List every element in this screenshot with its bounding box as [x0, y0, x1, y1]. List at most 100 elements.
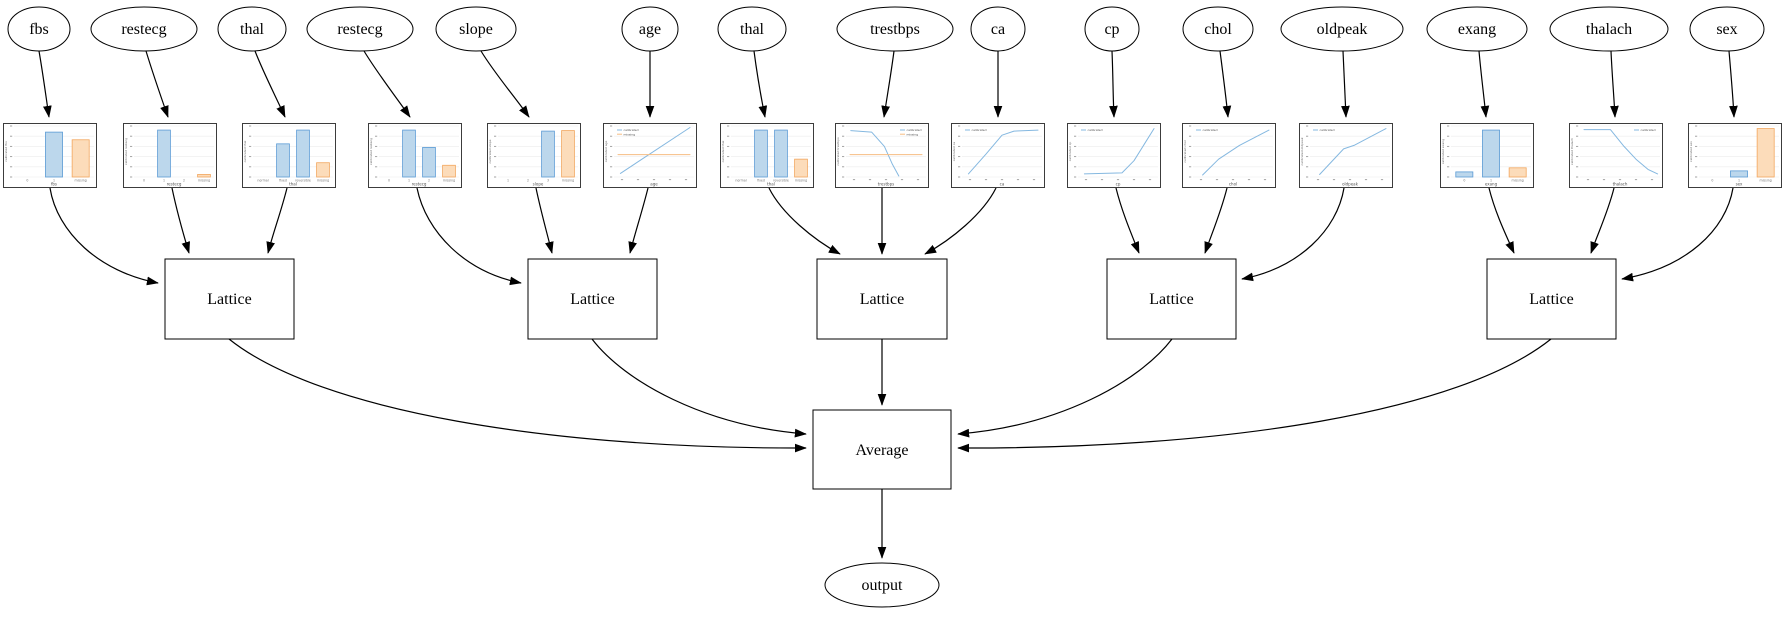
svg-text:missing: missing: [75, 179, 87, 183]
input-label: oldpeak: [1317, 21, 1368, 38]
edge-plot-chol-to-lattice4: [1204, 187, 1228, 254]
input-node-thal-1: thal: [217, 6, 287, 52]
lattice-label: Lattice: [860, 291, 904, 308]
input-node-trestbps: trestbps: [836, 6, 954, 52]
edge-trestbps-to-plot: [881, 50, 895, 118]
lattice-node-3: Lattice: [816, 258, 948, 340]
lattice-label: Lattice: [570, 291, 614, 308]
edge-lattice4-to-average: [957, 338, 1173, 438]
svg-text:calibrated ca: calibrated ca: [952, 142, 956, 162]
svg-text:calibrated thal: calibrated thal: [243, 140, 247, 162]
svg-text:missing: missing: [624, 132, 636, 136]
svg-text:reversible: reversible: [295, 179, 311, 183]
svg-text:chol: chol: [1229, 182, 1237, 187]
svg-text:thalach: thalach: [1613, 182, 1628, 187]
edge-thal1-to-plot: [254, 50, 286, 118]
input-node-restecg-2: restecg: [306, 6, 414, 52]
svg-text:ca: ca: [1000, 182, 1005, 187]
svg-text:0: 0: [143, 179, 145, 183]
svg-text:fixed: fixed: [279, 179, 287, 183]
svg-text:calibrated slope: calibrated slope: [488, 139, 492, 163]
svg-text:2: 2: [183, 179, 185, 183]
edge-plot-age-to-lattice2: [628, 187, 649, 254]
svg-text:calibrated thal: calibrated thal: [721, 140, 725, 162]
svg-text:calibrated: calibrated: [1641, 128, 1656, 132]
edge-plot-restecg1-to-lattice1: [171, 187, 190, 254]
input-label: thalach: [1586, 21, 1632, 38]
edge-lattice5-to-average: [957, 338, 1552, 453]
input-label: chol: [1204, 21, 1232, 38]
svg-text:age: age: [650, 182, 658, 187]
svg-text:calibrated restecg: calibrated restecg: [124, 138, 128, 165]
edges-layer: [38, 50, 1738, 559]
edge-plot-fbs-to-lattice1: [49, 187, 159, 286]
svg-text:normal: normal: [735, 179, 746, 183]
svg-text:3: 3: [547, 179, 549, 183]
svg-text:fbs: fbs: [51, 182, 57, 187]
input-label: thal: [240, 21, 265, 38]
svg-text:calibrated: calibrated: [1203, 128, 1218, 132]
input-node-slope: slope: [435, 6, 517, 52]
lattice-node-2: Lattice: [527, 258, 658, 340]
svg-text:restecg: restecg: [412, 182, 427, 187]
edge-plot-ca-to-lattice3: [924, 187, 997, 255]
input-node-age: age: [621, 6, 679, 52]
svg-text:1: 1: [53, 179, 55, 183]
svg-text:missing: missing: [562, 179, 574, 183]
svg-text:1: 1: [507, 179, 509, 183]
input-node-chol: chol: [1182, 6, 1254, 52]
svg-text:exang: exang: [1485, 182, 1498, 187]
lattice-node-4: Lattice: [1106, 258, 1237, 340]
edge-plot-thal1-to-lattice1: [266, 187, 288, 254]
svg-text:0: 0: [388, 179, 390, 183]
input-label: fbs: [29, 21, 49, 38]
output-node: output: [824, 562, 940, 608]
average-node: Average: [812, 409, 952, 490]
svg-text:missing: missing: [317, 179, 329, 183]
edge-exang-to-plot: [1478, 50, 1490, 118]
edge-sex-to-plot: [1728, 50, 1738, 118]
input-label: ca: [991, 21, 1005, 38]
svg-text:0: 0: [1463, 179, 1465, 183]
svg-text:calibrated exang: calibrated exang: [1441, 139, 1445, 164]
lattice-node-1: Lattice: [164, 258, 295, 340]
input-node-ca: ca: [970, 6, 1026, 52]
edge-plot-thal2-to-lattice3: [768, 187, 841, 255]
edge-chol-to-plot: [1219, 50, 1232, 118]
svg-text:1: 1: [1738, 179, 1740, 183]
edge-oldpeak-to-plot: [1341, 50, 1350, 118]
svg-text:trestbps: trestbps: [878, 182, 894, 187]
svg-text:calibrated thalach: calibrated thalach: [1570, 138, 1574, 165]
svg-text:1: 1: [163, 179, 165, 183]
edge-thalach-to-plot: [1610, 50, 1619, 118]
svg-text:slope: slope: [533, 182, 544, 187]
svg-text:calibrated age: calibrated age: [604, 141, 608, 163]
lattice-label: Lattice: [1529, 291, 1573, 308]
svg-text:calibrated oldpeak: calibrated oldpeak: [1300, 137, 1304, 165]
input-label: slope: [459, 21, 493, 38]
svg-text:missing: missing: [795, 179, 807, 183]
input-label: exang: [1458, 21, 1496, 38]
svg-text:calibrated: calibrated: [907, 128, 922, 132]
svg-text:missing: missing: [443, 179, 455, 183]
input-label: restecg: [337, 21, 382, 38]
svg-text:calibrated fbs: calibrated fbs: [4, 141, 8, 162]
svg-text:normal: normal: [257, 179, 268, 183]
edge-restecg2-to-plot: [363, 50, 411, 118]
input-node-cp: cp: [1084, 6, 1140, 52]
edge-plot-cp-to-lattice4: [1115, 187, 1140, 254]
svg-text:calibrated: calibrated: [1088, 128, 1103, 132]
edge-plot-sex-to-lattice5: [1621, 187, 1734, 282]
svg-text:0: 0: [26, 179, 28, 183]
input-label: restecg: [121, 21, 166, 38]
input-node-thalach: thalach: [1549, 6, 1669, 52]
svg-text:calibrated chol: calibrated chol: [1183, 140, 1187, 162]
svg-text:fixed: fixed: [757, 179, 765, 183]
